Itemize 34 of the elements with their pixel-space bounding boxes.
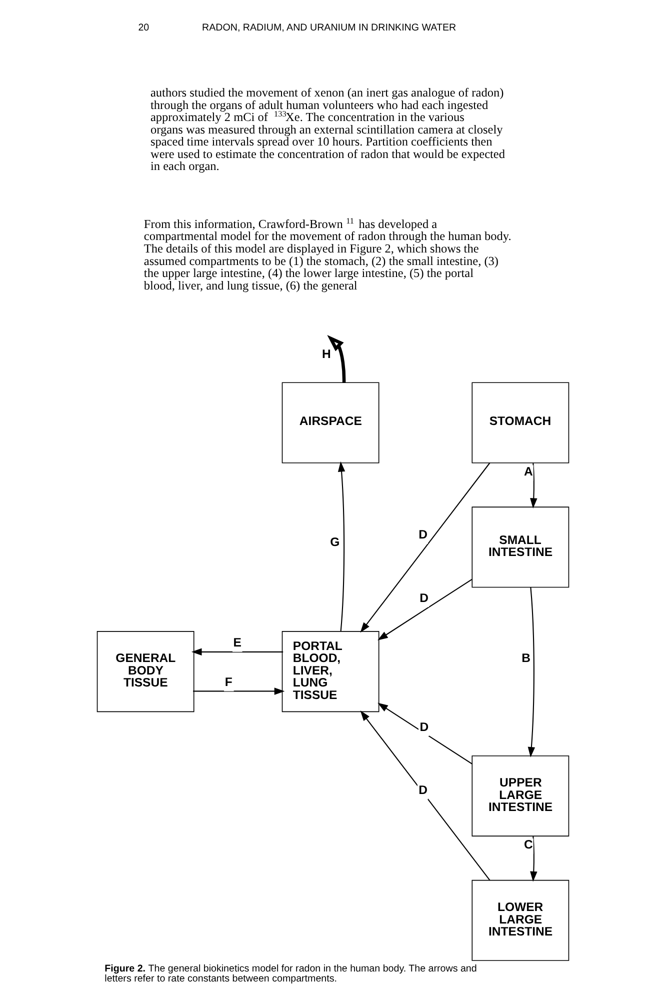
edge-label: D — [420, 590, 428, 604]
arrow — [191, 648, 284, 656]
arrow — [378, 702, 472, 764]
edge-label: D — [418, 527, 428, 542]
edge-label: F — [224, 674, 232, 688]
node-box: LOWER LARGE INTESTINE — [472, 879, 570, 960]
arrow — [360, 462, 490, 632]
edge-label: G — [330, 534, 340, 549]
edge-label: D — [418, 782, 428, 797]
caption: Figure 2. The general biokinetics model for radon in the human body. The arrows and letters refer to rate constants between compartments. — [104, 963, 477, 984]
edge-label: H — [322, 346, 331, 360]
node-box: STOMACH — [472, 382, 570, 463]
node-box: UPPER LARGE INTESTINE — [472, 754, 570, 836]
edge-label: E — [233, 635, 242, 650]
arrow — [528, 586, 536, 757]
arrow — [378, 578, 472, 640]
node-box: AIRSPACE — [282, 382, 380, 463]
arrow — [360, 710, 490, 880]
node-box: GENERAL BODY TISSUE — [96, 630, 194, 712]
arrow — [338, 460, 346, 631]
arrow — [530, 836, 538, 882]
arrow — [530, 462, 538, 508]
node-box: SMALL INTESTINE — [472, 506, 570, 588]
label: RADON, RADIUM, AND URANIUM IN DRINKING WATER — [202, 22, 456, 33]
edge-label: D — [420, 719, 429, 734]
edge-label: B — [522, 650, 530, 665]
edge-label: A — [524, 464, 533, 478]
label: 20 — [138, 22, 150, 33]
arrow — [327, 334, 346, 382]
edge-label: C — [524, 837, 533, 852]
arrow — [193, 687, 285, 694]
node-box: PORTAL BLOOD, LIVER, LUNG TISSUE — [282, 630, 380, 712]
label: authors studied the movement of xenon (an inert gas analogue of radon) through the organs of adult human volunteers who had each ingested approximately 2 mCi of $^{133}$Xe. The concentration in the various organs was measured through an external scintillation camera at closely spaced time intervals spread over 10 hours. Partition coefficients then were used to estimate the concentration of radon that would be expected in each organ. — [150, 85, 506, 173]
label: From this information, Crawford-Brown$^{11}$ has developed a compartmental model for the movement of radon through the human body. The details of this model are displayed in Figure 2, which shows the assumed compartments to be (1) the stomach, (2) the small intestine, (3) the upper large intestine, (4) the lower large intestine, (5) the portal blood, liver, and lung tissue, (6) the general — [144, 216, 512, 292]
